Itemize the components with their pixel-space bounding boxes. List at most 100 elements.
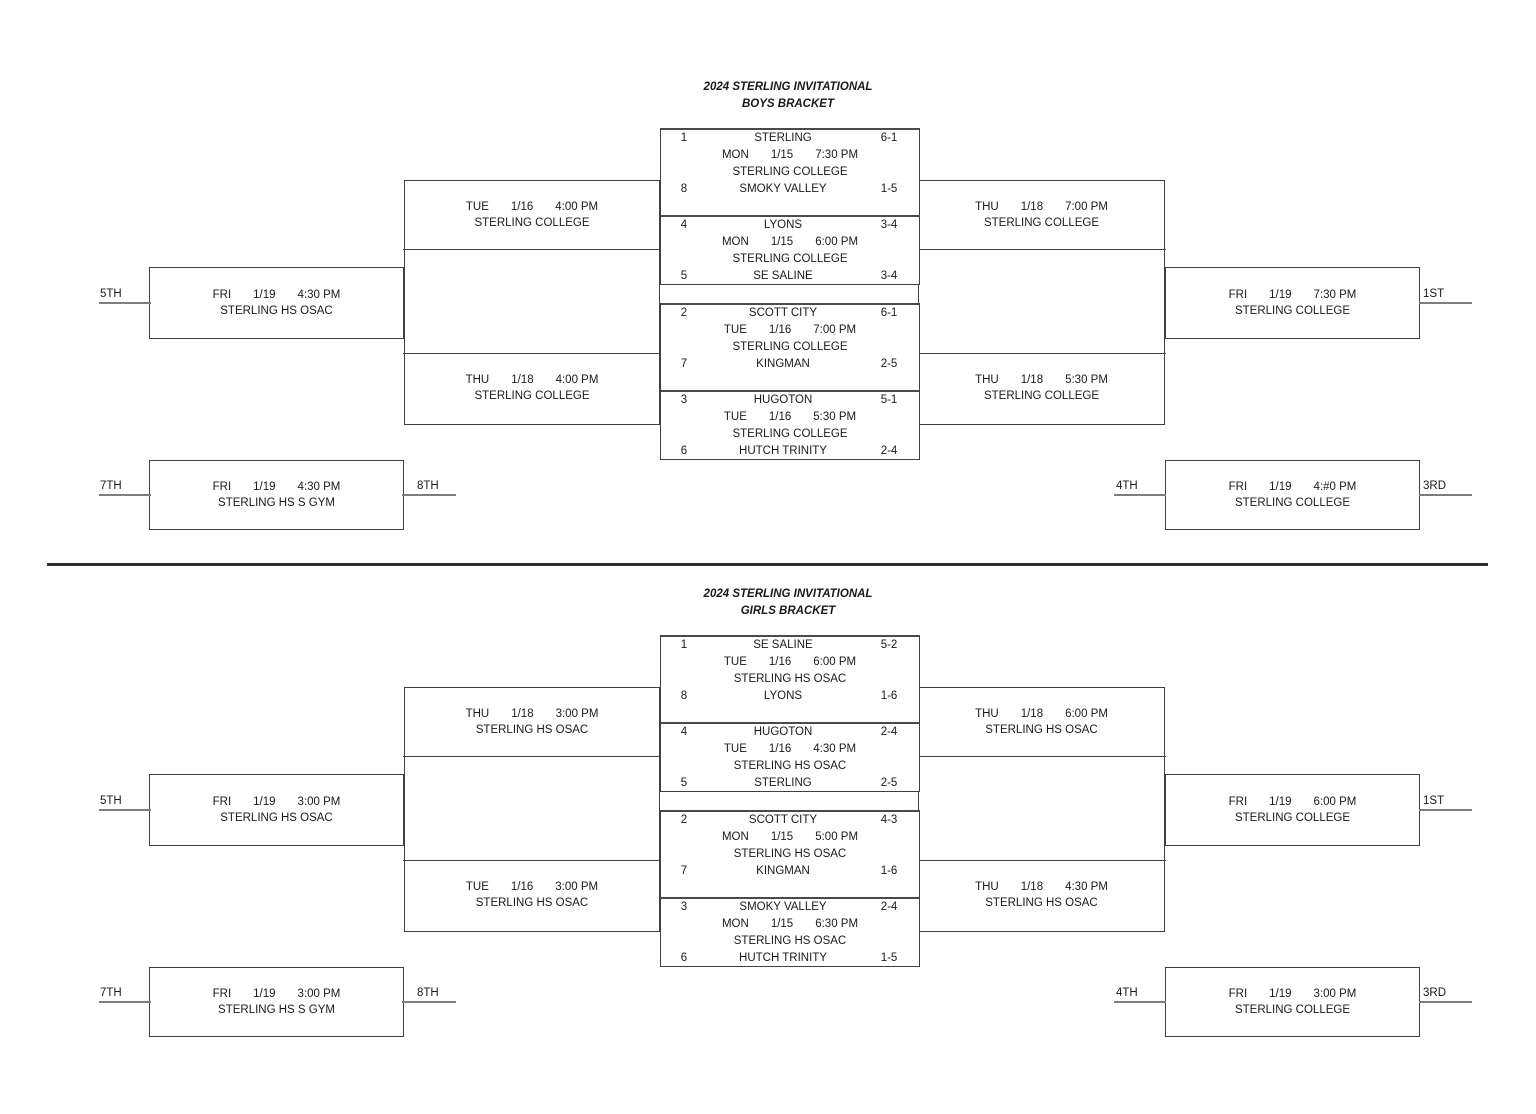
place-label-5th: 5TH xyxy=(100,795,122,807)
championship-game: FRI 1/19 6:00 PM STERLING COLLEGE xyxy=(1165,774,1420,846)
team-name: LYONS xyxy=(763,689,803,702)
game-venue: STERLING HS OSAC xyxy=(220,305,333,317)
game-date: 1/19 xyxy=(253,481,276,493)
game-day: TUE xyxy=(723,743,747,756)
game-time: 6:00 PM xyxy=(1313,796,1357,808)
game-date: 1/19 xyxy=(1269,796,1292,808)
game-venue: STERLING COLLEGE xyxy=(732,252,848,265)
seed-label: 1 xyxy=(680,132,688,145)
column-divider xyxy=(917,353,1166,354)
seed-label: 7 xyxy=(680,357,688,370)
game-venue: STERLING COLLEGE xyxy=(1234,305,1351,317)
bracket-title: 2024 STERLING INVITATIONAL xyxy=(703,81,873,93)
team-record: 5-1 xyxy=(880,394,898,407)
winner-connector xyxy=(660,704,920,722)
game-venue: STERLING HS OSAC xyxy=(733,759,847,772)
place-line-3rd xyxy=(1419,1001,1472,1003)
team-name: SCOTT CITY xyxy=(748,307,818,320)
place-label-1st: 1ST xyxy=(1423,795,1445,807)
game-time: 5:00 PM xyxy=(815,831,859,844)
bracket-subtitle: BOYS BRACKET xyxy=(741,98,834,110)
game-time: 7:00 PM xyxy=(1065,201,1108,213)
column-divider xyxy=(403,756,661,757)
team-record: 1-5 xyxy=(880,951,898,964)
game-venue: STERLING HS OSAC xyxy=(985,724,1098,736)
game-time: 3:00 PM xyxy=(297,988,341,1000)
girls-bracket: 2024 STERLING INVITATIONAL GIRLS BRACKET… xyxy=(0,507,1536,1107)
semifinal-column: THU 1/18 7:00 PM STERLING COLLEGE THU 1/… xyxy=(917,180,1166,425)
place-label-3rd: 3RD xyxy=(1423,480,1447,492)
game-venue: STERLING COLLEGE xyxy=(474,217,590,229)
team-record: 1-6 xyxy=(880,864,898,877)
first-round-game-4: 3 HUGOTON 5-1 TUE 1/16 5:30 PM STERLING … xyxy=(660,390,920,460)
team-name: KINGMAN xyxy=(756,357,810,370)
boys-bracket: 2024 STERLING INVITATIONAL BOYS BRACKET … xyxy=(99,81,1472,530)
game-time: 7:00 PM xyxy=(813,324,857,337)
game-venue: STERLING HS S GYM xyxy=(218,1004,335,1016)
team-name: STERLING xyxy=(754,776,812,789)
column-divider xyxy=(403,249,661,250)
place-line-7th xyxy=(99,1001,151,1003)
column-divider xyxy=(917,860,1166,861)
seed-label: 8 xyxy=(680,689,688,702)
first-round-game-3: 2 SCOTT CITY 6-1 TUE 1/16 7:00 PM STERLI… xyxy=(660,303,920,373)
place-line-5th xyxy=(99,809,151,811)
team-name: SMOKY VALLEY xyxy=(739,901,827,914)
place-label-8th: 8TH xyxy=(417,987,439,999)
game-venue: STERLING COLLEGE xyxy=(1234,497,1351,509)
game-venue: STERLING COLLEGE xyxy=(1234,1004,1351,1016)
first-round-game-1: 1 SE SALINE 5-2 TUE 1/16 6:00 PM STERLIN… xyxy=(660,635,920,705)
consolation-semi-2: THU 1/18 4:00 PM STERLING COLLEGE xyxy=(405,353,659,423)
game-time: 3:00 PM xyxy=(555,708,599,720)
place-line-3rd xyxy=(1419,494,1472,496)
game-time: 5:30 PM xyxy=(813,411,857,424)
game-time: 4:30 PM xyxy=(813,743,857,756)
consolation-semi-2: TUE 1/16 3:00 PM STERLING HS OSAC xyxy=(405,860,659,930)
game-day: FRI xyxy=(1228,289,1248,301)
consolation-semi-1: THU 1/18 3:00 PM STERLING HS OSAC xyxy=(405,688,659,756)
semifinal-2: THU 1/18 4:30 PM STERLING HS OSAC xyxy=(919,860,1164,930)
place-label-7th: 7TH xyxy=(100,480,122,492)
fifth-place-game: FRI 1/19 3:00 PM STERLING HS OSAC xyxy=(149,774,404,846)
team-name: SMOKY VALLEY xyxy=(739,182,827,195)
seed-label: 4 xyxy=(680,726,688,739)
game-time: 6:00 PM xyxy=(815,236,859,249)
game-venue: STERLING COLLEGE xyxy=(474,390,590,402)
winner-connector xyxy=(660,372,920,390)
first-round-game-3: 2 SCOTT CITY 4-3 MON 1/15 5:00 PM STERLI… xyxy=(660,810,920,880)
team-record: 2-4 xyxy=(880,901,898,914)
game-time: 5:30 PM xyxy=(1065,374,1108,386)
seed-label: 4 xyxy=(680,219,688,232)
team-record: 1-6 xyxy=(880,689,898,702)
game-day: TUE xyxy=(465,881,489,893)
bracket-separator-line xyxy=(47,563,1488,566)
championship-game: FRI 1/19 7:30 PM STERLING COLLEGE xyxy=(1165,267,1420,339)
team-record: 2-4 xyxy=(880,726,898,739)
game-date: 1/19 xyxy=(1269,988,1292,1000)
game-time: 3:00 PM xyxy=(297,796,341,808)
seed-label: 2 xyxy=(680,307,688,320)
column-divider xyxy=(403,860,661,861)
game-time: 6:00 PM xyxy=(1065,708,1108,720)
game-day: FRI xyxy=(1228,796,1248,808)
game-day: FRI xyxy=(212,289,232,301)
seed-label: 3 xyxy=(680,901,688,914)
team-name: SE SALINE xyxy=(753,639,813,652)
seed-label: 3 xyxy=(680,394,688,407)
team-name: SE SALINE xyxy=(753,269,813,282)
team-record: 6-1 xyxy=(880,132,898,145)
third-place-game: FRI 1/19 3:00 PM STERLING COLLEGE xyxy=(1165,967,1420,1037)
winner-connector xyxy=(660,879,920,897)
team-record: 2-5 xyxy=(880,357,898,370)
place-line-7th xyxy=(99,494,151,496)
game-venue: STERLING HS OSAC xyxy=(475,724,589,736)
place-line-1st xyxy=(1419,302,1472,304)
game-venue: STERLING HS OSAC xyxy=(733,847,847,860)
team-record: 6-1 xyxy=(880,307,898,320)
game-time: 4:00 PM xyxy=(555,201,599,213)
game-venue: STERLING COLLEGE xyxy=(732,340,848,353)
game-venue: STERLING COLLEGE xyxy=(983,390,1100,402)
place-line-4th xyxy=(1114,1001,1166,1003)
team-record: 4-3 xyxy=(880,814,898,827)
game-venue: STERLING HS OSAC xyxy=(733,934,847,947)
